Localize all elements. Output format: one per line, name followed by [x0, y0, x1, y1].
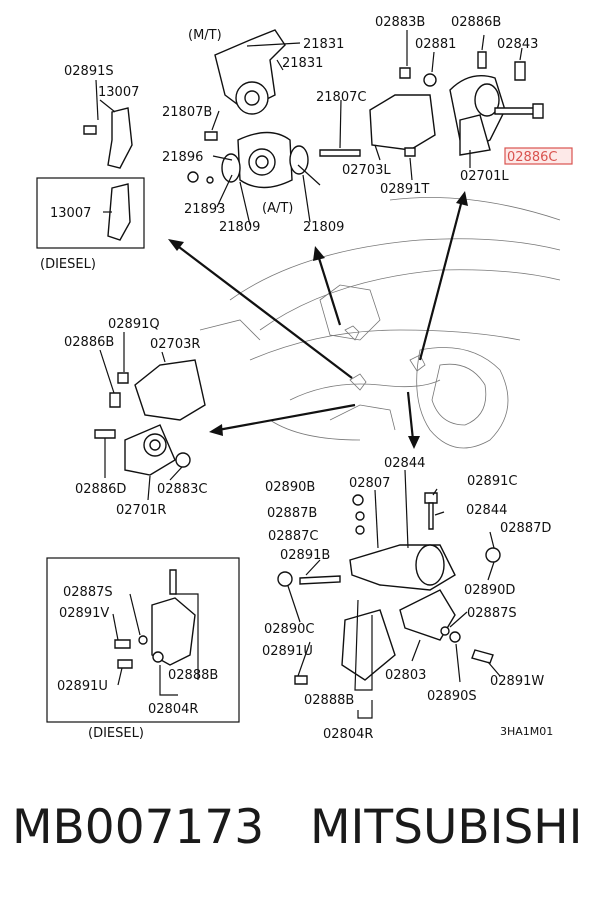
highlight-box-02886c	[504, 147, 573, 165]
label-02886b-top: 02886B	[451, 15, 501, 30]
label-diesel-bottom: (DIESEL)	[88, 726, 144, 741]
diesel-rear-mount-group	[46, 557, 240, 723]
label-02887s-right: 02887S	[467, 606, 517, 621]
label-02701l: 02701L	[460, 169, 509, 184]
label-02891u-left: 02891U	[57, 679, 108, 694]
label-02804r-right: 02804R	[323, 727, 373, 742]
label-02886b-mid: 02886B	[64, 335, 114, 350]
diesel-box-bottom	[46, 557, 240, 723]
label-02844-b: 02844	[466, 503, 507, 518]
label-02883c: 02883C	[157, 482, 207, 497]
label-02807: 02807	[349, 476, 390, 491]
label-02891u-right: 02891U	[262, 644, 313, 659]
label-02886c[interactable]: 02886C	[507, 150, 557, 165]
label-13007-a: 13007	[98, 85, 139, 100]
label-02804r-left: 02804R	[148, 702, 198, 717]
diesel-box-top	[36, 177, 145, 249]
label-02703r: 02703R	[150, 337, 200, 352]
left-mount-group	[369, 30, 544, 181]
label-02844-a: 02844	[384, 456, 425, 471]
label-21809-a: 21809	[219, 220, 260, 235]
label-02891c: 02891C	[467, 474, 517, 489]
label-02887c: 02887C	[268, 529, 318, 544]
label-21809-b: 21809	[303, 220, 344, 235]
label-02890b: 02890B	[265, 480, 315, 495]
label-02891s: 02891S	[64, 64, 114, 79]
label-02888b-right: 02888B	[304, 693, 354, 708]
label-02703l: 02703L	[342, 163, 391, 178]
label-02890c: 02890C	[264, 622, 314, 637]
label-02891q: 02891Q	[108, 317, 160, 332]
front-mount-group	[187, 29, 361, 226]
label-13007-b: 13007	[50, 206, 91, 221]
label-02883b: 02883B	[375, 15, 425, 30]
brand-name: MITSUBISHI	[310, 800, 583, 855]
label-02701r: 02701R	[116, 503, 166, 518]
label-02891t: 02891T	[380, 182, 429, 197]
engine-outline	[199, 197, 561, 449]
label-21807b: 21807B	[162, 105, 212, 120]
right-mount-group	[94, 332, 206, 501]
label-02890s: 02890S	[427, 689, 477, 704]
label-21831-a: 21831	[303, 37, 344, 52]
diagram-code: 3HA1M01	[500, 725, 553, 738]
label-02891b: 02891B	[280, 548, 330, 563]
pointer-arrows	[168, 191, 468, 449]
label-mt: (M/T)	[188, 28, 222, 43]
label-diesel-top: (DIESEL)	[40, 257, 96, 272]
part-number: MB007173	[12, 800, 265, 855]
label-02886d: 02886D	[75, 482, 126, 497]
label-02843: 02843	[497, 37, 538, 52]
label-02887b: 02887B	[267, 506, 317, 521]
label-21896: 21896	[162, 150, 203, 165]
label-02881: 02881	[415, 37, 456, 52]
label-02888b-left: 02888B	[168, 668, 218, 683]
footer: MB007173 MITSUBISHI	[0, 800, 600, 880]
rear-mount-group	[277, 469, 501, 719]
label-02887s-left: 02887S	[63, 585, 113, 600]
diesel-bracket-group	[36, 79, 145, 249]
label-21893: 21893	[184, 202, 225, 217]
label-02891w: 02891W	[490, 674, 544, 689]
label-at: (A/T)	[262, 201, 293, 216]
label-02887d: 02887D	[500, 521, 551, 536]
engine-mount-diagram: (M/T) 21831 21831 21807B 21807C 21896 21…	[36, 15, 573, 742]
label-21831-b: 21831	[282, 56, 323, 71]
label-21807c: 21807C	[316, 90, 366, 105]
label-02803: 02803	[385, 668, 426, 683]
label-02890d: 02890D	[464, 583, 515, 598]
label-02891v: 02891V	[59, 606, 109, 621]
